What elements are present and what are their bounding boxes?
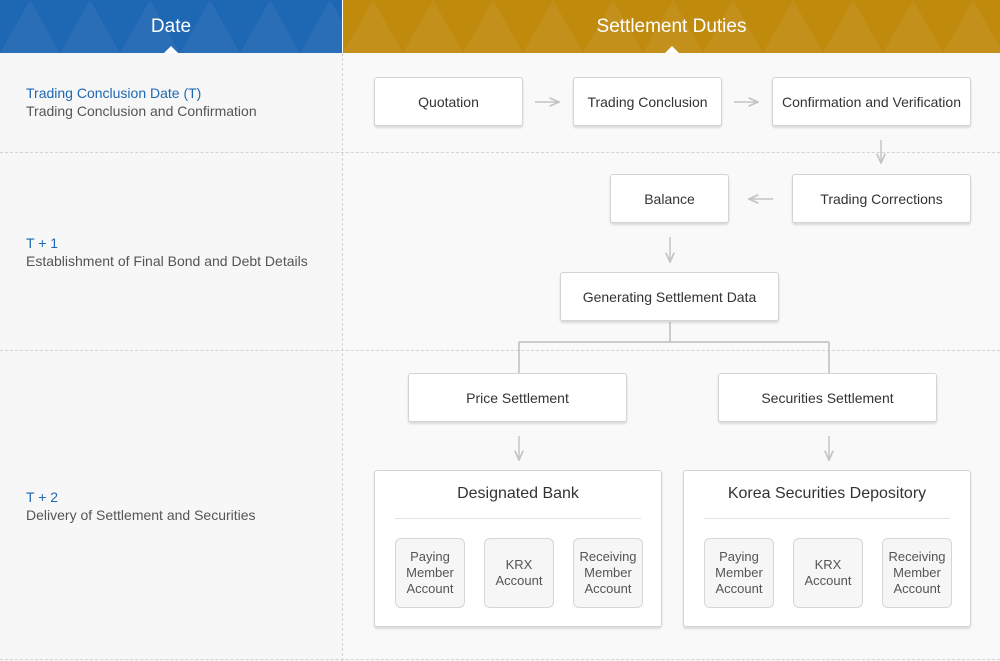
krx-account: KRX Account xyxy=(793,538,863,608)
date-column-header: Date xyxy=(0,0,342,53)
row-divider xyxy=(0,152,1000,153)
row-label-t2: T + 2 Delivery of Settlement and Securit… xyxy=(26,488,256,524)
header-pattern xyxy=(0,0,342,53)
designated-bank-panel: Designated Bank Paying Member Account KR… xyxy=(374,470,662,627)
panel-title: Korea Securities Depository xyxy=(727,485,927,502)
header-notch xyxy=(164,46,178,53)
row-divider xyxy=(0,350,1000,351)
header-notch xyxy=(664,46,679,53)
balance-box: Balance xyxy=(610,174,729,223)
column-divider xyxy=(342,53,343,661)
securities-settlement-box: Securities Settlement xyxy=(718,373,937,422)
trading-corrections-box: Trading Corrections xyxy=(792,174,971,223)
quotation-box: Quotation xyxy=(374,77,523,126)
receiving-member-account: Receiving Member Account xyxy=(882,538,952,608)
receiving-member-account: Receiving Member Account xyxy=(573,538,643,608)
row-description: Trading Conclusion and Confirmation xyxy=(26,103,257,119)
confirmation-verification-box: Confirmation and Verification xyxy=(772,77,971,126)
row-key: T + 1 xyxy=(26,235,59,251)
trading-conclusion-box: Trading Conclusion xyxy=(573,77,722,126)
panel-divider xyxy=(395,518,641,519)
row-key: T + 2 xyxy=(26,489,59,505)
panel-divider xyxy=(704,518,950,519)
settlement-duties-column-header: Settlement Duties xyxy=(343,0,1000,53)
settlement-duties-header-label: Settlement Duties xyxy=(596,15,747,37)
row-divider xyxy=(0,659,1000,660)
row-description: Establishment of Final Bond and Debt Det… xyxy=(26,253,308,269)
row-label-t1: T + 1 Establishment of Final Bond and De… xyxy=(26,234,308,270)
paying-member-account: Paying Member Account xyxy=(704,538,774,608)
date-header-label: Date xyxy=(150,15,192,37)
date-column xyxy=(0,53,342,661)
paying-member-account: Paying Member Account xyxy=(395,538,465,608)
krx-account: KRX Account xyxy=(484,538,554,608)
header-pattern xyxy=(343,0,1000,53)
generating-settlement-data-box: Generating Settlement Data xyxy=(560,272,779,321)
row-label-t: Trading Conclusion Date (T) Trading Conc… xyxy=(26,84,257,120)
panel-title: Designated Bank xyxy=(457,485,579,502)
row-description: Delivery of Settlement and Securities xyxy=(26,507,256,523)
price-settlement-box: Price Settlement xyxy=(408,373,627,422)
korea-securities-depository-panel: Korea Securities Depository Paying Membe… xyxy=(683,470,971,627)
row-key: Trading Conclusion Date (T) xyxy=(26,85,202,101)
